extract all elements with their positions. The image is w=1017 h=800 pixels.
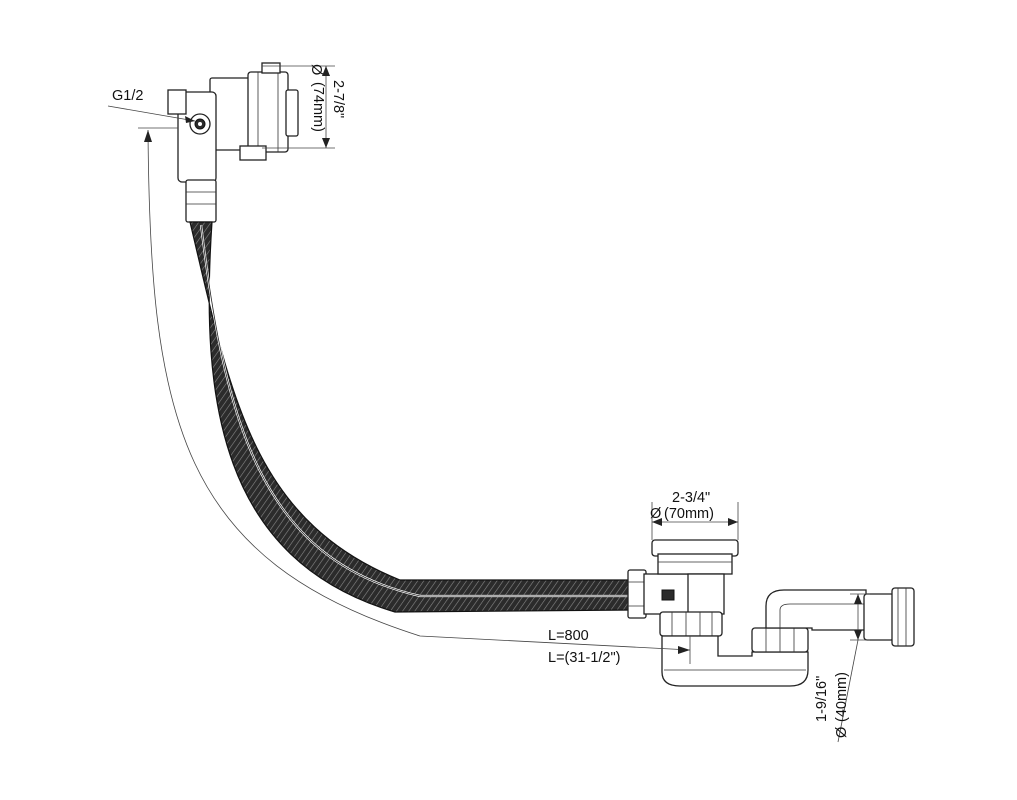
flexible-hose — [185, 179, 633, 613]
waste-dia-mm: (70mm) — [664, 506, 714, 522]
length-in: L=(31-1/2") — [548, 650, 620, 666]
thread-label: G1/2 — [112, 88, 143, 104]
overflow-head — [167, 62, 299, 183]
waste-diameter-dimension — [651, 502, 739, 540]
waste-dia-symbol: Ø — [650, 506, 661, 522]
length-dimension — [138, 127, 691, 664]
thread-leader — [107, 105, 196, 123]
waste-dia-in: 2-3/4" — [672, 490, 710, 506]
overflow-dia-in: 2-7/8" — [330, 80, 346, 118]
waste-assembly — [627, 539, 915, 687]
overflow-diameter-dimension — [262, 65, 335, 149]
overflow-dia-mm: (74mm) — [310, 82, 326, 132]
outlet-dia-in: 1-9/16" — [814, 676, 830, 722]
overflow-dia-symbol: Ø — [308, 64, 324, 75]
outlet-dia-symbol: Ø — [834, 727, 850, 738]
outlet-dia-mm: (40mm) — [834, 672, 850, 722]
length-mm: L=800 — [548, 628, 589, 644]
outlet-diameter-dimension — [837, 593, 870, 743]
